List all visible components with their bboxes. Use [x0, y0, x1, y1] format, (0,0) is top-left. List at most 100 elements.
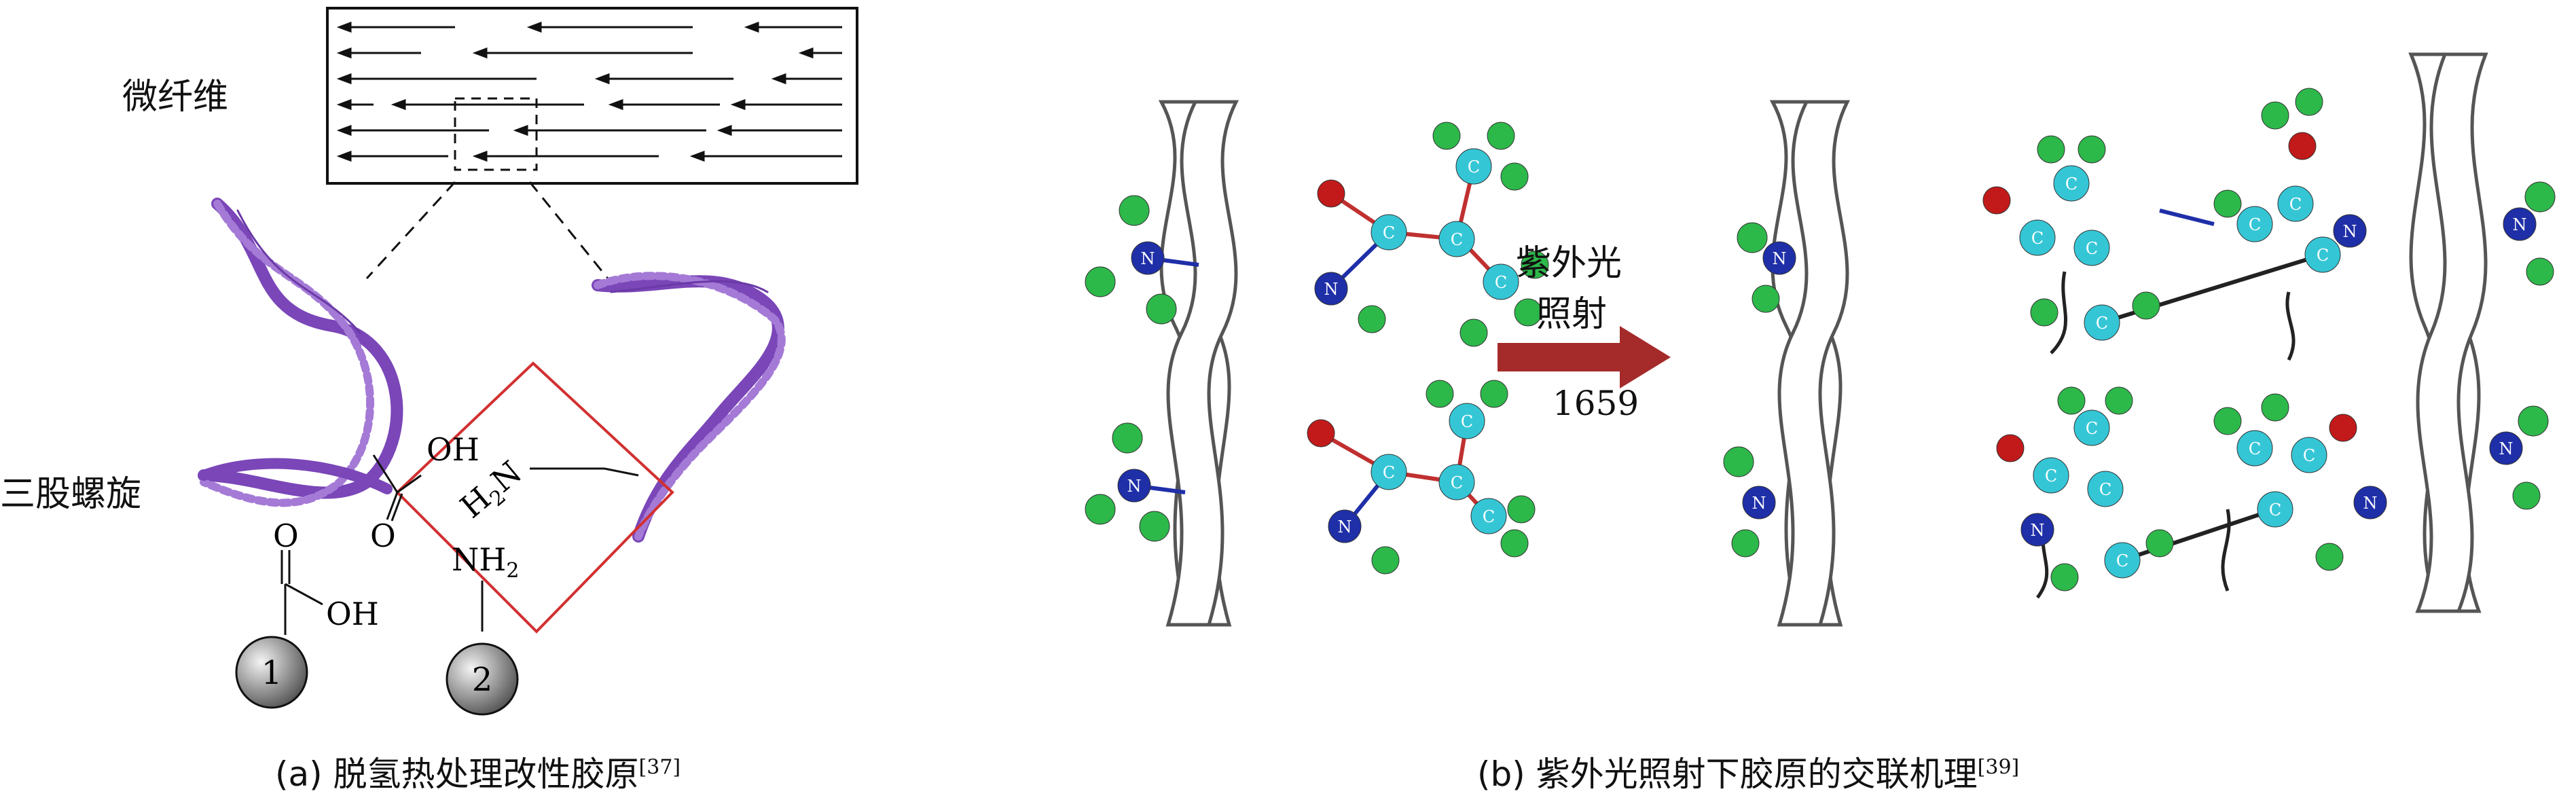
green-atom — [2262, 102, 2289, 129]
green-atom — [2262, 394, 2289, 421]
atom-symbol: C — [2096, 314, 2108, 333]
green-atom — [1724, 447, 1754, 477]
atom-symbol: C — [2099, 480, 2111, 499]
atom-symbol: N — [1141, 249, 1155, 268]
uv-label-line1: 紫外光 — [1516, 234, 1622, 285]
green-atom — [2518, 406, 2548, 436]
green-atom — [2031, 299, 2058, 326]
green-atom — [1085, 267, 1115, 297]
red-atom — [1983, 187, 2010, 214]
reaction-diamond — [397, 363, 672, 632]
triple-helix-figure: 1 2 OH O H2N NH2 O OH — [163, 156, 1005, 740]
green-atom — [2058, 387, 2085, 414]
green-atom — [1481, 380, 1508, 407]
green-atom — [1140, 511, 1169, 541]
red-atom — [2329, 414, 2357, 441]
atom-symbol: N — [1752, 494, 1766, 513]
atom-symbol: C — [1383, 463, 1395, 482]
atom-symbol: N — [2499, 439, 2514, 458]
green-atom — [1501, 530, 1528, 557]
atom-symbol: C — [1461, 412, 1473, 431]
green-atom — [1501, 163, 1528, 190]
atom-symbol: C — [1468, 158, 1480, 177]
atom-symbol: C — [1451, 473, 1463, 492]
atom-symbol: C — [2086, 419, 2098, 438]
atom-symbol: C — [2289, 195, 2302, 214]
atom-symbol: C — [2269, 500, 2281, 520]
caption-b-ref: [39] — [1978, 755, 2020, 779]
caption-b-text: (b) 紫外光照射下胶原的交联机理 — [1477, 754, 1978, 794]
green-atom — [2525, 182, 2555, 212]
caption-a: (a) 脱氢热处理改性胶原[37] — [275, 747, 681, 796]
atom-symbol: C — [2249, 439, 2261, 458]
atom-symbol: C — [2116, 551, 2128, 570]
atom-symbol: C — [2086, 239, 2098, 258]
green-atom — [1112, 423, 1142, 453]
green-atom — [1433, 122, 1460, 149]
green-atom — [1358, 306, 1385, 333]
microfiber-label: 微纤维 — [122, 68, 228, 119]
crosslink-figure: NCCNCCNCCNCCNNCCCCCCCNCCCNCCCCNNN — [1059, 41, 2576, 693]
green-atom — [2105, 387, 2133, 414]
green-atom — [2316, 543, 2343, 570]
bead-2-label: 2 — [472, 661, 493, 699]
uv-label-line2: 照射 — [1536, 285, 1607, 336]
caption-a-text: (a) 脱氢热处理改性胶原 — [275, 754, 639, 794]
atom-symbol: N — [1773, 249, 1787, 268]
green-atom — [2214, 190, 2241, 217]
green-atom — [2051, 564, 2078, 591]
green-atom — [2296, 88, 2323, 115]
atom-symbol: C — [1483, 507, 1495, 526]
atom-symbol: N — [1127, 477, 1142, 496]
atom-symbol: N — [2363, 494, 2378, 513]
green-atom — [1752, 285, 1779, 312]
atom-symbol: C — [2045, 467, 2057, 486]
green-atom — [2513, 482, 2540, 509]
atom-symbol: C — [2065, 175, 2078, 194]
green-atom — [1085, 494, 1115, 524]
red-atom — [1997, 435, 2024, 462]
atom-symbol: N — [2513, 215, 2527, 234]
atom-symbol: C — [2249, 215, 2261, 234]
oh-side-label: OH — [326, 596, 379, 632]
wavelength-label: 1659 — [1553, 384, 1639, 423]
green-atom — [2078, 136, 2105, 163]
o-bottom-label: O — [370, 517, 396, 554]
green-atom — [1732, 530, 1759, 557]
bead-1-label: 1 — [261, 654, 283, 692]
red-atom — [1318, 180, 1345, 207]
right-collagen-fiber — [2411, 54, 2486, 611]
green-atom — [1737, 223, 1767, 253]
atom-symbol: C — [2031, 229, 2044, 248]
right-helix — [598, 276, 782, 536]
red-atom — [1307, 420, 1335, 447]
atom-symbol: N — [2031, 521, 2045, 540]
green-atom — [1487, 122, 1514, 149]
red-atom — [2289, 132, 2316, 160]
atom-symbol: N — [1338, 517, 1352, 536]
green-atom — [2037, 136, 2065, 163]
atom-symbol: C — [1383, 223, 1395, 242]
green-atom — [2133, 292, 2160, 319]
zoom-line-left — [367, 182, 455, 278]
atom-symbol: C — [2317, 246, 2329, 265]
green-atom — [1119, 196, 1149, 225]
green-atom — [1460, 319, 1487, 346]
atom-symbol: C — [2303, 446, 2315, 465]
nh2-label: NH2 — [452, 541, 519, 583]
zoom-line-right — [530, 182, 608, 278]
middle-collagen-fiber — [1773, 102, 1847, 625]
atom-symbol: C — [1451, 230, 1463, 249]
left-collagen-fiber — [1161, 102, 1236, 625]
triple-helix-label: 三股螺旋 — [0, 465, 141, 516]
green-atom — [2526, 258, 2554, 285]
green-atom — [2146, 530, 2173, 557]
left-helix — [204, 204, 397, 503]
atom-symbol: C — [1495, 273, 1507, 292]
o-side-label: O — [273, 517, 299, 554]
green-atom — [1372, 547, 1399, 574]
crosslink-bond-bottom — [2122, 509, 2275, 560]
green-atom — [1508, 496, 1535, 523]
green-atom — [1146, 294, 1176, 324]
atom-symbol: N — [2343, 222, 2357, 241]
